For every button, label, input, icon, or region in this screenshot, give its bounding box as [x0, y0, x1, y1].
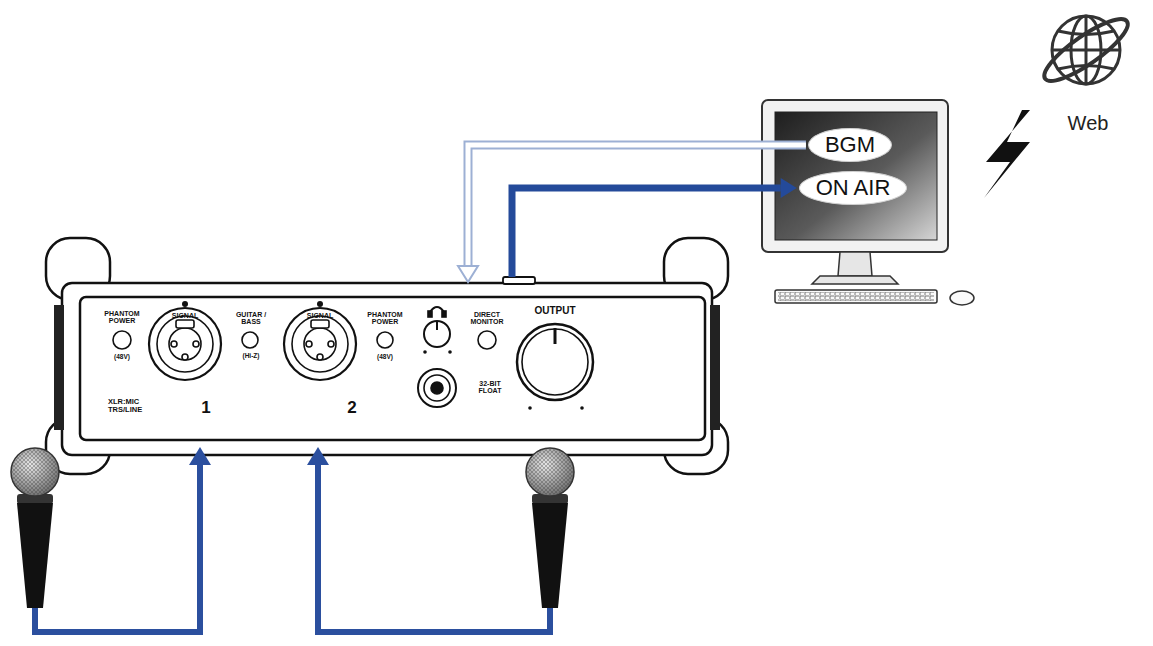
signal-arrow — [458, 145, 806, 282]
panel-label: PHANTOM POWER — [363, 311, 407, 326]
panel-label: SIGNAL — [300, 312, 340, 319]
panel-label: OUTPUT — [527, 306, 583, 317]
lightning-bolt — [984, 110, 1030, 198]
arrow-outline — [468, 145, 806, 266]
mic-cable — [35, 463, 550, 632]
arrowhead — [458, 266, 478, 282]
panel-label: 2 — [343, 399, 361, 417]
panel-controls — [113, 301, 593, 410]
screen-oval: BGM — [808, 128, 892, 162]
screen-oval: ON AIR — [799, 171, 908, 205]
screen-label: ON AIR — [816, 175, 891, 200]
mic-arrowhead — [307, 447, 329, 465]
arrow-body — [512, 188, 781, 277]
web-label: Web — [1068, 112, 1109, 135]
web-globe — [1037, 10, 1135, 90]
screen-label: BGM — [825, 132, 875, 157]
panel-label: (Hi-Z) — [236, 353, 266, 360]
panel-label: PHANTOM POWER — [100, 310, 144, 325]
panel-label: DIRECT MONITOR — [464, 311, 510, 326]
panel-label: 1 — [197, 399, 215, 417]
panel-label: (48V) — [107, 354, 137, 361]
arrowhead — [781, 178, 797, 198]
panel-label: 32-BIT FLOAT — [468, 380, 512, 395]
mic-arrowhead — [189, 447, 211, 465]
interface-panel: PHANTOM POWER (48V) SIGNAL GUITAR / BASS (Hi… — [62, 283, 712, 455]
signal-arrow — [512, 178, 797, 277]
microphone — [11, 448, 59, 608]
panel-label: XLR:MIC TRS/LINE — [108, 398, 152, 414]
arrow-body — [468, 145, 806, 266]
panel-label: SIGNAL — [165, 312, 205, 319]
panel-label: GUITAR / BASS — [233, 311, 269, 326]
microphone — [526, 448, 574, 608]
computer — [762, 100, 974, 305]
audio-interface — [46, 238, 728, 474]
panel-label: (48V) — [370, 354, 400, 361]
